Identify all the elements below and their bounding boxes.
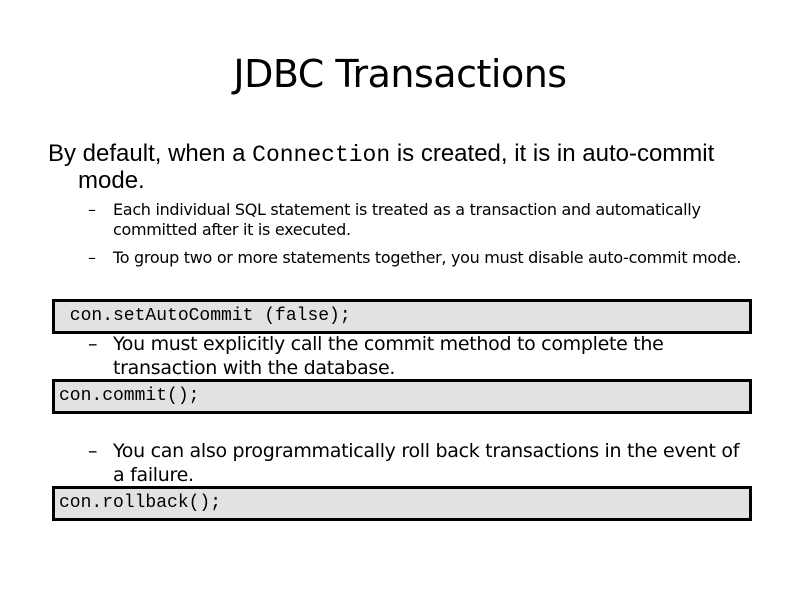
code-block-rollback: con.rollback(); — [52, 486, 752, 521]
sub-bullet-rollback: –You can also programmatically roll back… — [88, 439, 753, 487]
code-block-set-autocommit: con.setAutoCommit (false); — [52, 299, 752, 334]
sub-bullet-text: Each individual SQL statement is treated… — [113, 200, 701, 239]
sub-bullet-text: You must explicitly call the commit meth… — [113, 333, 664, 379]
sub-bullet-text: You can also programmatically roll back … — [113, 440, 740, 486]
sub-bullet-text: To group two or more statements together… — [113, 248, 742, 267]
main-bullet: By default, when a Connection is created… — [48, 141, 758, 194]
sub-bullet-dash: – — [88, 248, 96, 267]
sub-bullet-explicit-commit: –You must explicitly call the commit met… — [88, 332, 753, 380]
main-bullet-prefix: By default, when a — [48, 140, 253, 167]
sub-bullet-dash: – — [88, 333, 98, 355]
code-block-commit: con.commit(); — [52, 379, 752, 414]
connection-code-inline: Connection — [252, 142, 391, 168]
sub-bullet-autocommit-statement: –Each individual SQL statement is treate… — [88, 200, 753, 240]
sub-bullet-dash: – — [88, 440, 98, 462]
sub-bullet-disable-autocommit: –To group two or more statements togethe… — [88, 248, 753, 268]
sub-bullet-dash: – — [88, 200, 96, 219]
slide-title: JDBC Transactions — [233, 52, 567, 96]
main-bullet-suffix: is created, it is in auto-commit mode. — [78, 140, 715, 194]
